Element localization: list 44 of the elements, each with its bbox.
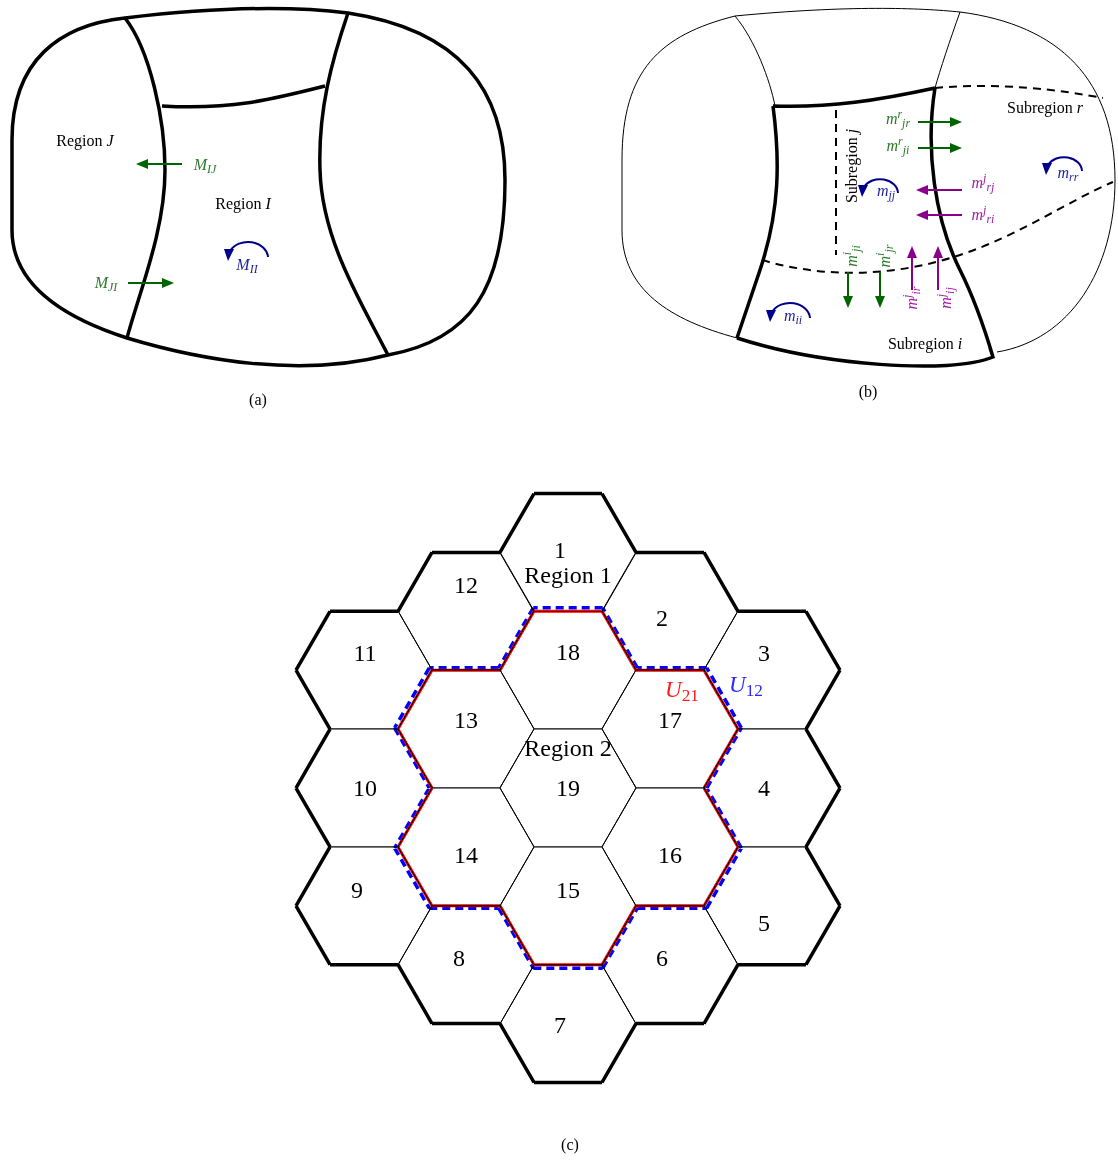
cell-number: 5: [758, 911, 770, 935]
cell-number: 11: [353, 641, 377, 665]
cell-number: 10: [353, 776, 377, 800]
region-label: Region J: [56, 133, 114, 149]
region-label: Subregion i: [887, 336, 963, 352]
cell-number: 7: [554, 1013, 566, 1037]
boundary-label: U$_{12}$: [729, 672, 763, 696]
region-label: Region I: [215, 196, 271, 212]
region-label: Region 1: [524, 563, 612, 587]
cell-number: 18: [556, 640, 580, 664]
region-label: Subregion j: [844, 128, 860, 204]
panel-caption: (a): [249, 392, 267, 408]
cell-number: 14: [454, 843, 478, 867]
hexagon-cell: [602, 552, 738, 671]
cell-number: 9: [351, 878, 363, 902]
hexagon-cell: [602, 788, 738, 906]
region-label: Subregion r: [1007, 100, 1083, 116]
cell-number: 8: [453, 946, 465, 970]
cell-number: 19: [556, 776, 580, 800]
hexagon-cell: [602, 905, 738, 1024]
hexagon-cell: [398, 905, 534, 1024]
cell-number: 12: [454, 573, 478, 597]
cell-number: 17: [658, 708, 682, 732]
flow-label: m$_{ii}$: [783, 308, 803, 324]
flow-label: M$_{IJ}$: [193, 157, 217, 173]
panel-caption: (b): [858, 384, 878, 400]
cell-number: 16: [658, 843, 682, 867]
hexagon-cell: [398, 788, 534, 906]
hexagon-cell: [500, 611, 636, 730]
flow-label: M$_{II}$: [236, 257, 258, 273]
hexagon-cell: [500, 729, 636, 847]
cell-number: 6: [656, 946, 668, 970]
panel-caption: (c): [561, 1137, 579, 1153]
region-label: Region 2: [524, 736, 612, 760]
cell-number: 2: [656, 606, 668, 630]
flow-label: m$_{rr}$: [1057, 165, 1079, 181]
cell-number: 1: [554, 538, 566, 562]
cell-number: 15: [556, 878, 580, 902]
flow-label: M$_{JI}$: [94, 275, 118, 291]
cell-number: 13: [454, 708, 478, 732]
cell-number: 3: [758, 641, 770, 665]
hexagon-cell: [500, 846, 636, 965]
boundary-label: U$_{21}$: [665, 677, 699, 701]
cell-number: 4: [758, 776, 770, 800]
